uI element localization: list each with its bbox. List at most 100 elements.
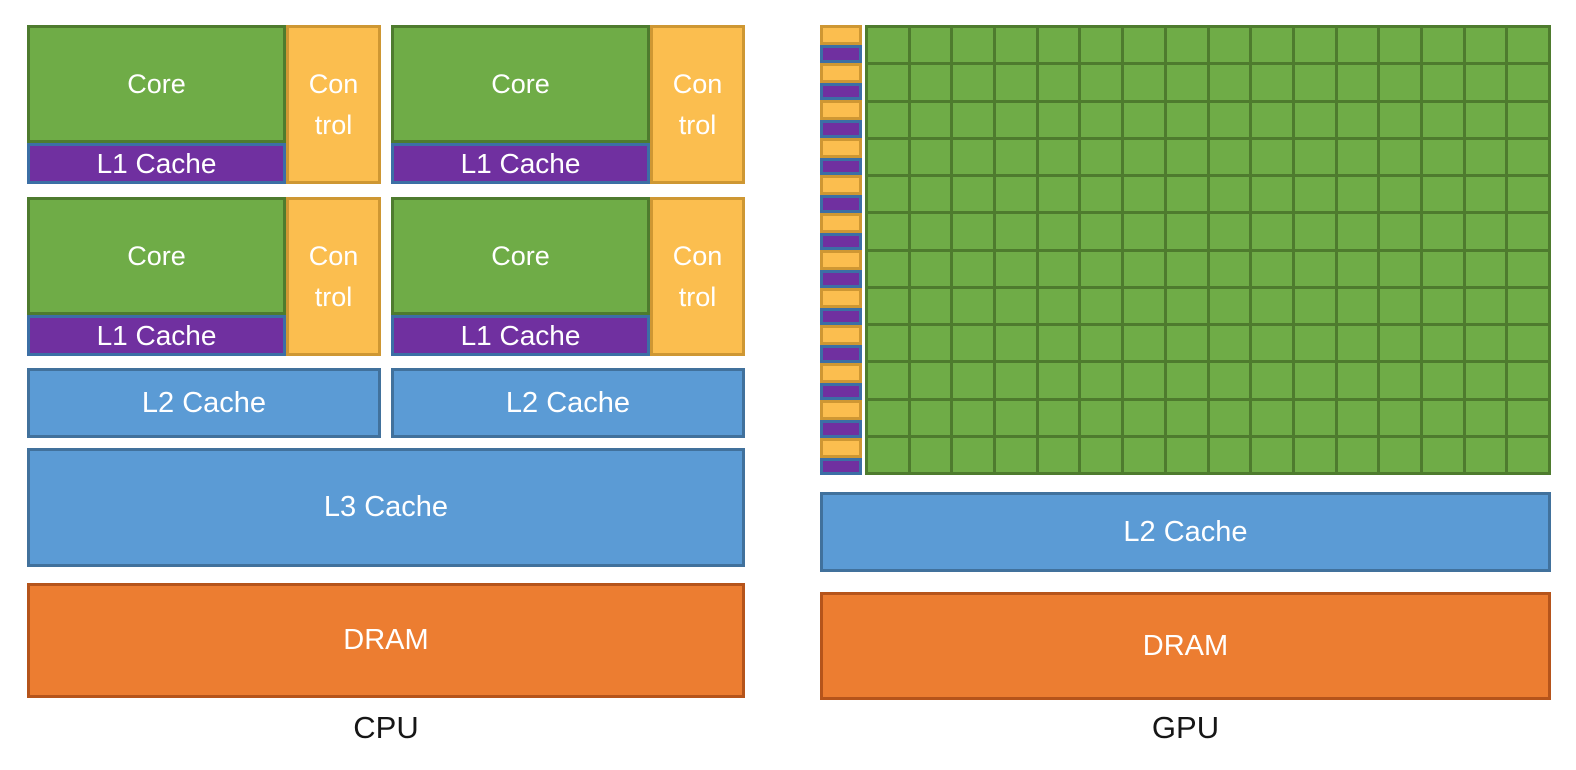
gpu-core-cell: [1465, 288, 1506, 323]
gpu-core-cell: [1508, 65, 1548, 100]
gpu-core-cell: [953, 139, 994, 174]
gpu-core-cell: [1337, 437, 1378, 472]
gpu-sm-grid: [820, 25, 1551, 475]
gpu-core-cell: [1124, 363, 1164, 398]
gpu-core-cell: [1209, 214, 1250, 249]
gpu-core-cell: [1465, 363, 1506, 398]
gpu-core-cell: [1209, 326, 1250, 361]
gpu-control-strip: [820, 212, 862, 233]
gpu-core-cell: [1294, 139, 1335, 174]
cpu-core-column: Core L1 Cache: [27, 25, 286, 184]
cpu-core: Core: [27, 25, 286, 143]
gpu-core-cell: [868, 363, 908, 398]
gpu-core-cell: [1380, 288, 1420, 323]
gpu-core-cell: [953, 177, 994, 212]
gpu-core-cell: [910, 28, 951, 63]
l2-cache-label: L2 Cache: [141, 386, 267, 419]
gpu-core-cell: [1337, 102, 1378, 137]
gpu-l1-cache-strip: [820, 157, 862, 175]
core-label: Core: [491, 68, 550, 99]
gpu-core-cell: [996, 177, 1036, 212]
gpu-row-strip-pair: [820, 25, 862, 63]
cpu-core: Core: [391, 197, 650, 315]
gpu-core-cell: [1337, 214, 1378, 249]
gpu-core-cell: [1508, 288, 1548, 323]
gpu-core-cell: [1081, 326, 1122, 361]
gpu-core-cell: [1380, 251, 1420, 286]
gpu-core-cell: [1166, 400, 1207, 435]
gpu-core-cell: [1380, 214, 1420, 249]
gpu-control-strip: [820, 100, 862, 121]
gpu-row-strip-pair: [820, 362, 862, 400]
core-label: Core: [127, 240, 186, 271]
gpu-core-cell: [1166, 251, 1207, 286]
gpu-control-strip: [820, 437, 862, 458]
gpu-core-cell: [910, 437, 951, 472]
gpu-core-cell: [1294, 102, 1335, 137]
gpu-core-cell: [953, 28, 994, 63]
gpu-core-cell: [1209, 437, 1250, 472]
gpu-core-cell: [1337, 177, 1378, 212]
gpu-core-cell: [1337, 400, 1378, 435]
gpu-core-cell: [1124, 326, 1164, 361]
gpu-core-cell: [953, 437, 994, 472]
gpu-core-cell: [1166, 65, 1207, 100]
gpu-core-cell: [996, 65, 1036, 100]
cpu-dram-bar: DRAM: [27, 583, 745, 698]
cpu-dram-label: DRAM: [343, 624, 429, 656]
gpu-core-cell: [1124, 28, 1164, 63]
gpu-core-cell: [1294, 28, 1335, 63]
cpu-core: Core: [391, 25, 650, 143]
gpu-core-cell: [1166, 326, 1207, 361]
gpu-core-cell: [1209, 288, 1250, 323]
gpu-core-cell: [910, 326, 951, 361]
gpu-core-cell: [1252, 214, 1292, 249]
gpu-core-cell: [1422, 102, 1463, 137]
gpu-core-cell: [1209, 102, 1250, 137]
gpu-l1-cache-strip: [820, 45, 862, 63]
gpu-core-cell: [1038, 139, 1079, 174]
gpu-core-cell: [1337, 28, 1378, 63]
gpu-core-cell: [1124, 251, 1164, 286]
gpu-core-cell: [996, 139, 1036, 174]
l1-cache-label: L1 Cache: [96, 147, 217, 179]
gpu-core-cell: [1294, 437, 1335, 472]
gpu-core-cell: [1294, 65, 1335, 100]
gpu-row-strip-pair: [820, 62, 862, 100]
gpu-control-strip: [820, 25, 862, 46]
gpu-core-cell: [910, 65, 951, 100]
gpu-core-cell: [1294, 251, 1335, 286]
gpu-core-cell: [1508, 28, 1548, 63]
gpu-core-cell: [1038, 363, 1079, 398]
gpu-core-cell: [1422, 363, 1463, 398]
gpu-core-cell: [1081, 363, 1122, 398]
gpu-core-cell: [1081, 400, 1122, 435]
gpu-core-cell: [1252, 400, 1292, 435]
gpu-l2-cache-bar: L2 Cache: [820, 492, 1551, 572]
gpu-core-cell: [1422, 400, 1463, 435]
gpu-panel: L2 Cache DRAM GPU: [820, 25, 1551, 746]
gpu-core-cell: [1038, 65, 1079, 100]
gpu-core-cell: [1380, 437, 1420, 472]
gpu-core-cell: [1422, 326, 1463, 361]
gpu-core-cell: [1380, 139, 1420, 174]
gpu-core-cell: [1081, 251, 1122, 286]
gpu-core-cell: [1252, 177, 1292, 212]
cpu-l2-cache-bar: L2 Cache: [27, 368, 381, 438]
gpu-core-cell: [1038, 102, 1079, 137]
core-label: Core: [491, 240, 550, 271]
gpu-row-strip-pair: [820, 137, 862, 175]
gpu-core-cell: [1081, 28, 1122, 63]
gpu-core-cell: [1337, 251, 1378, 286]
gpu-core-cell: [1038, 251, 1079, 286]
gpu-core-cell: [1081, 102, 1122, 137]
l1-cache-label: L1 Cache: [460, 147, 581, 179]
gpu-core-cell: [1380, 28, 1420, 63]
cpu-l1-cache: L1 Cache: [27, 315, 286, 356]
gpu-core-cell: [1124, 400, 1164, 435]
gpu-core-cell: [868, 400, 908, 435]
gpu-core-cells: [865, 25, 1551, 475]
